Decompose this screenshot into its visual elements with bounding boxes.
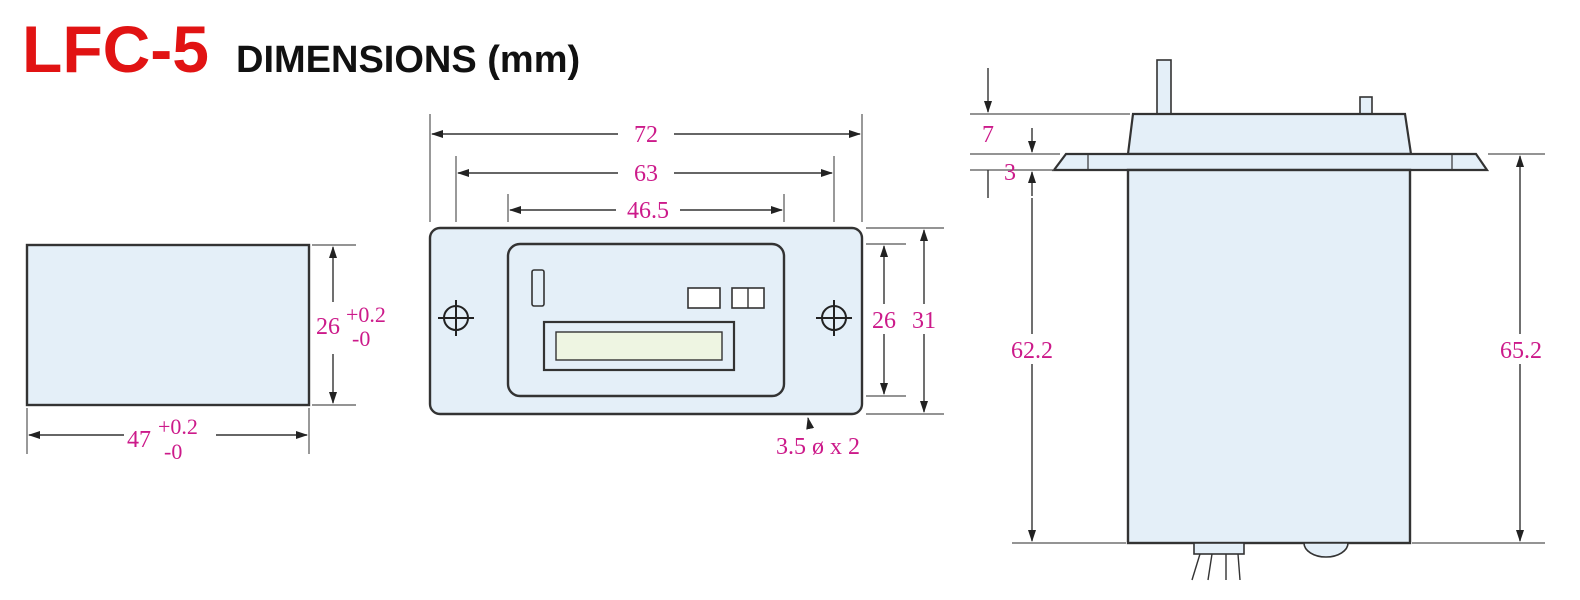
terminal-block — [1193, 542, 1245, 555]
mounting-hole-left-icon — [438, 300, 474, 336]
terminal-pin-1 — [1191, 553, 1201, 581]
hole-note: 3.5 ø x 2 — [776, 434, 860, 460]
housing-body — [1126, 168, 1412, 545]
top-dim-label-bg — [972, 120, 1004, 148]
cutout-height-tol-minus: -0 — [352, 326, 370, 351]
mounting-flange — [1051, 152, 1490, 172]
mounting-hole-right-icon — [816, 300, 852, 336]
body-depth-value: 62.2 — [1011, 338, 1053, 364]
cutout-width-value: 47 — [127, 427, 151, 453]
width46-label-bg — [616, 194, 680, 224]
terminal-pin-4 — [1237, 553, 1241, 581]
terminal-pin-2 — [1207, 553, 1213, 581]
cutout-width-label-bg — [124, 418, 216, 466]
width63-label-bg — [618, 157, 674, 187]
flange-thickness-value: 3 — [1004, 160, 1016, 186]
model-title: LFC-5 — [22, 12, 209, 86]
top-dim-value: 7 — [982, 122, 994, 148]
dimensions-subtitle: DIMENSIONS (mm) — [236, 39, 580, 81]
cutout-width-tol-plus: +0.2 — [158, 414, 198, 439]
hole-spacing-value: 63 — [634, 161, 658, 187]
window-width-value: 46.5 — [627, 198, 669, 224]
top-small-stem — [1359, 96, 1373, 115]
front-view: 72 63 46.5 26 31 3.5 ø x 2 — [428, 114, 944, 460]
height26-label-bg — [868, 304, 900, 334]
overall-width-value: 72 — [634, 122, 658, 148]
cutout-rectangle — [25, 243, 311, 407]
indicator-slot — [531, 269, 545, 307]
top-cap — [1126, 112, 1413, 156]
body-depth-label-bg — [1008, 334, 1056, 364]
overall-height-value: 31 — [912, 308, 936, 334]
display-window-frame — [506, 242, 786, 398]
hole-note-leader — [806, 417, 815, 430]
width72-label-bg — [618, 118, 674, 148]
cutout-height-label-bg — [314, 302, 394, 354]
side-view: 7 3 62.2 65.2 — [970, 59, 1546, 581]
cutout-height-value: 26 — [316, 314, 340, 340]
cutout-height-tol-plus: +0.2 — [346, 302, 386, 327]
inner-height-value: 26 — [872, 308, 896, 334]
total-depth-value: 65.2 — [1500, 338, 1542, 364]
button-left — [687, 287, 721, 309]
panel-cutout-view: 26 +0.2 -0 47 +0.2 -0 — [25, 243, 394, 466]
total-depth-label-bg — [1496, 334, 1546, 364]
rear-knob — [1303, 542, 1349, 558]
lcd-screen — [555, 331, 723, 361]
top-stem — [1156, 59, 1172, 115]
cutout-width-tol-minus: -0 — [164, 439, 182, 464]
height31-label-bg — [906, 304, 942, 334]
